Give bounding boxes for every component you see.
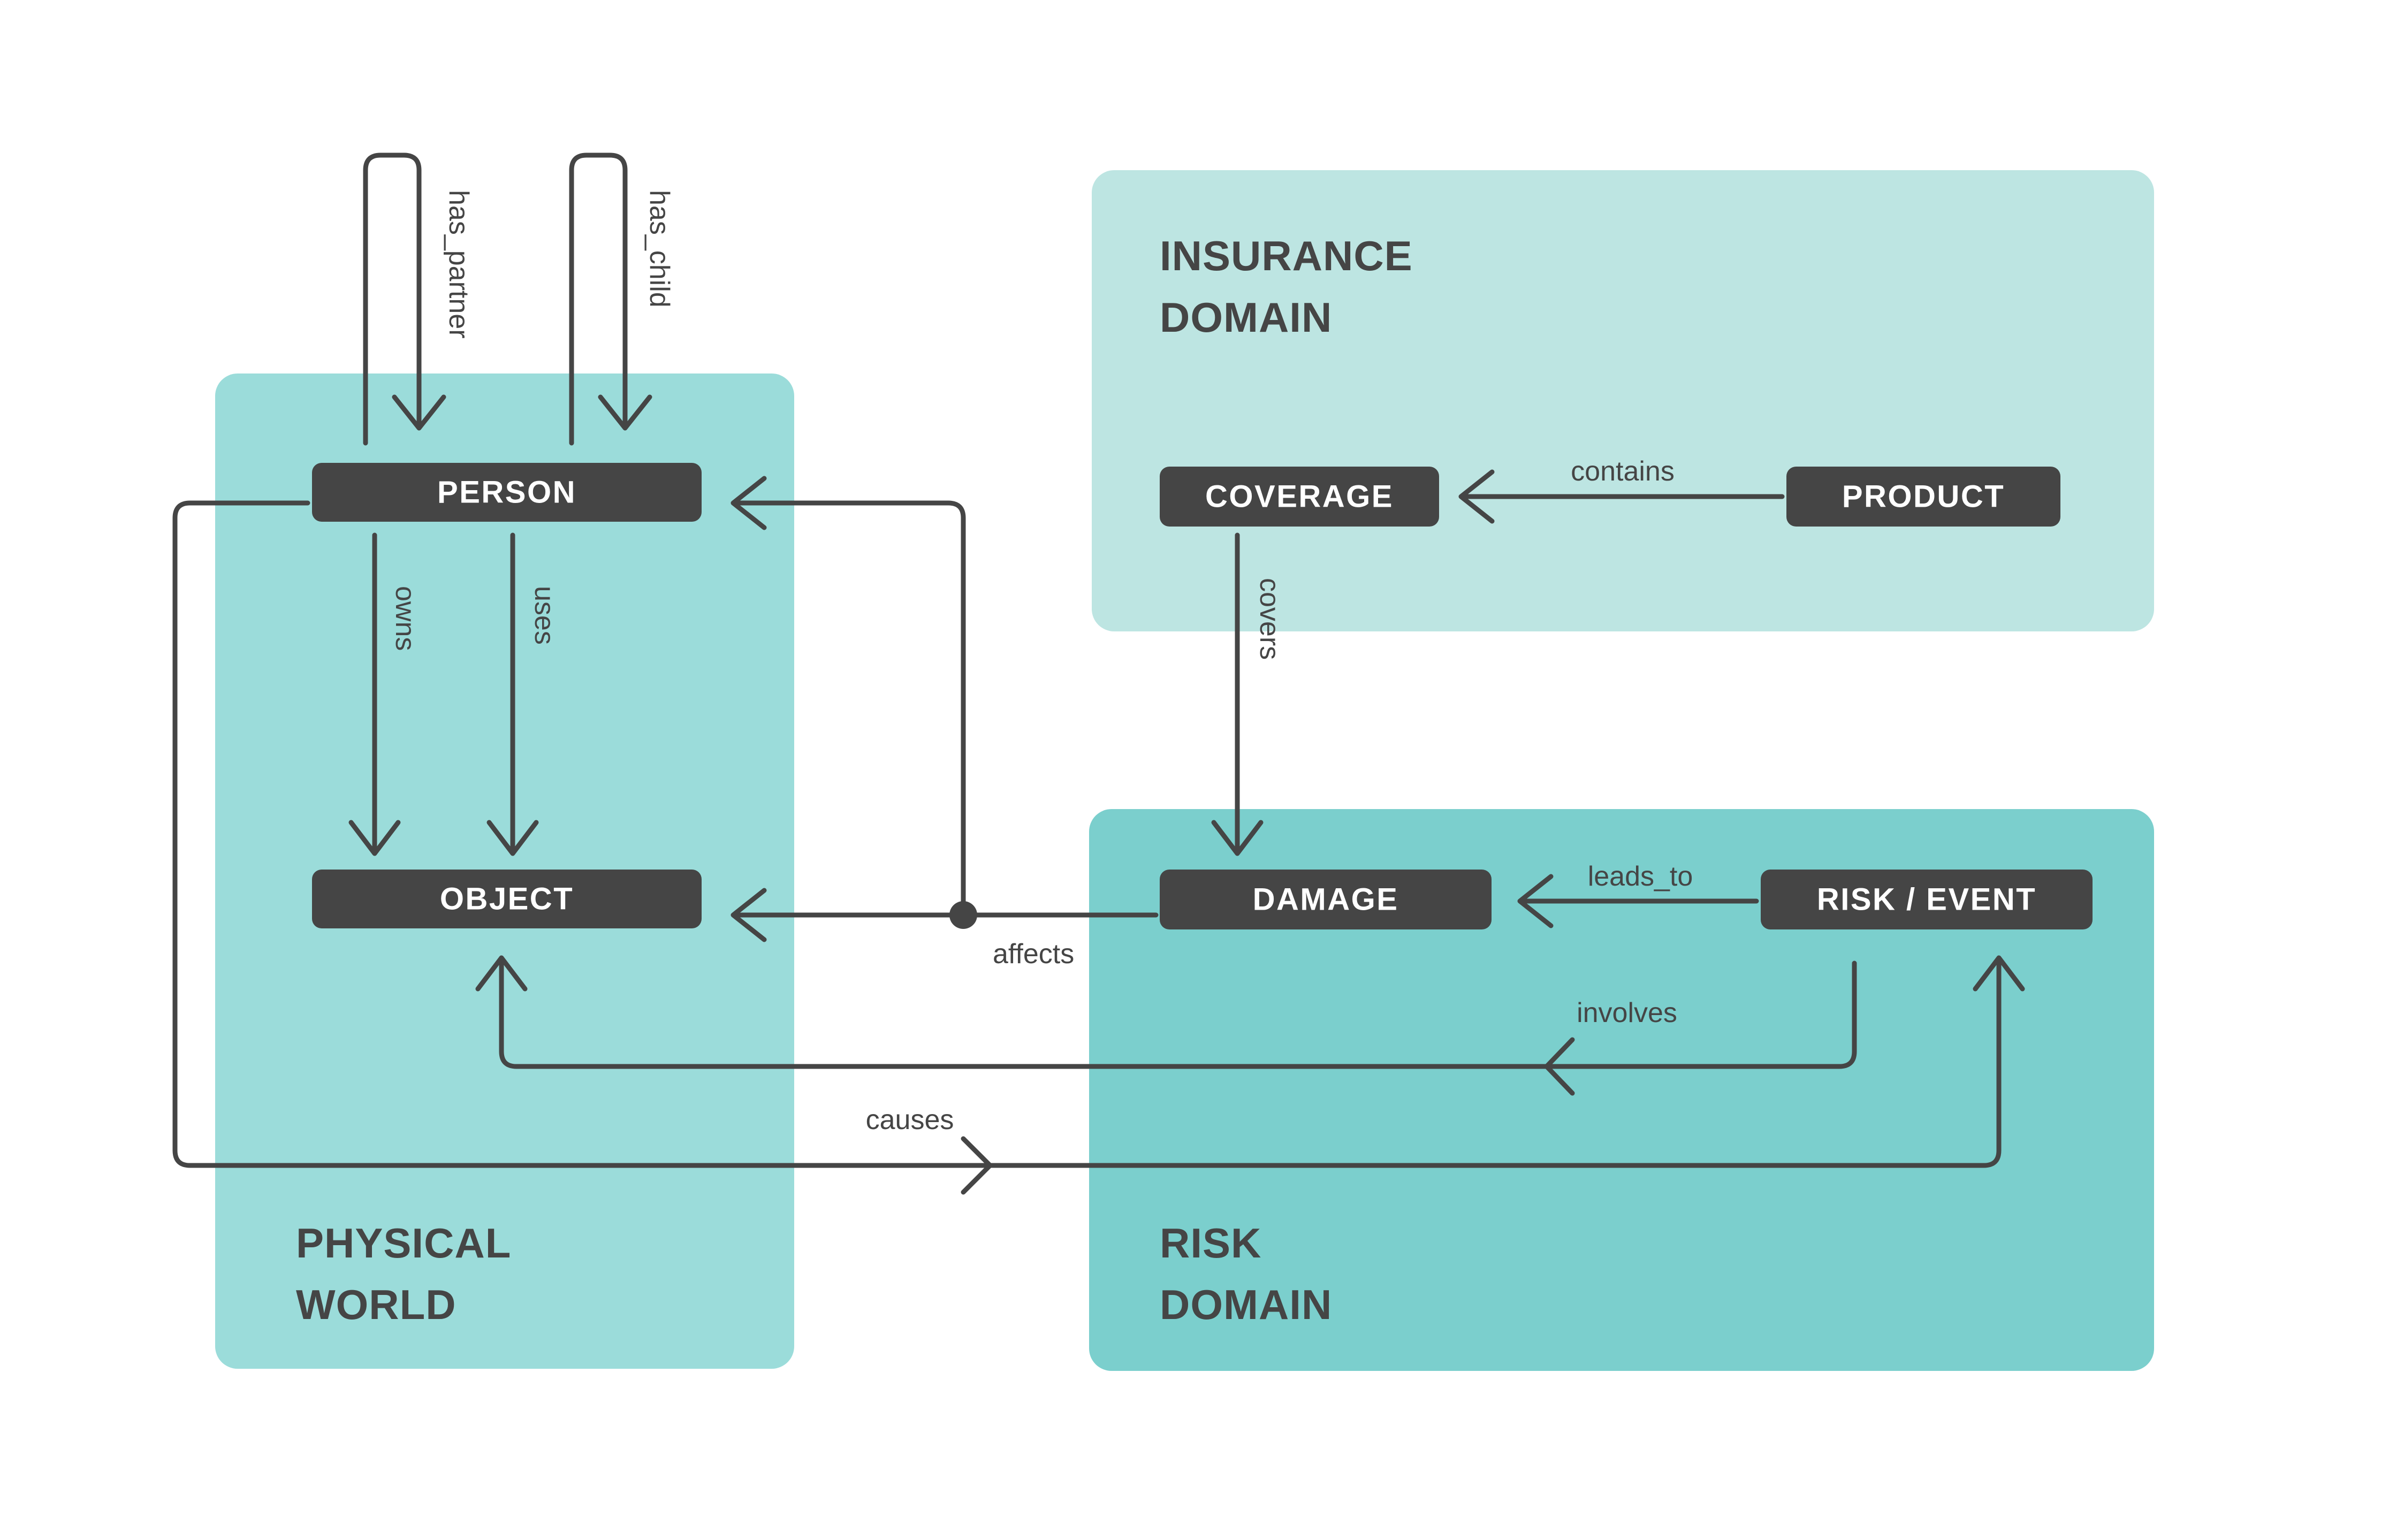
edge-contains: contains <box>1458 456 1785 524</box>
node-risk-event[interactable]: RISK / EVENT <box>1761 870 2093 929</box>
edge-causes-midmarker <box>961 1136 993 1195</box>
edge-uses-arrowhead <box>486 820 539 856</box>
node-person-label: PERSON <box>437 475 576 509</box>
edge-affects: affects <box>731 476 1159 970</box>
node-person-box[interactable] <box>312 463 702 522</box>
node-risk-event-label: RISK / EVENT <box>1817 882 2036 917</box>
edge-involves-label: involves <box>1577 997 1677 1028</box>
edge-covers-arrowhead <box>1211 820 1264 856</box>
edge-owns-arrowhead <box>348 820 401 856</box>
edge-involves-path <box>499 960 1857 1069</box>
node-object[interactable]: OBJECT <box>312 870 702 928</box>
edge-has-child-path <box>569 153 628 446</box>
panel-risk-domain-title-line1: RISK <box>1160 1219 1261 1267</box>
edge-owns: owns <box>348 532 421 856</box>
node-coverage-label: COVERAGE <box>1205 479 1394 514</box>
edge-causes-label: causes <box>866 1104 954 1135</box>
panel-risk-domain-bg <box>1089 809 2154 1371</box>
panel-insurance-domain-title-line2: DOMAIN <box>1160 294 1332 341</box>
edge-affects-arrowhead-object <box>731 888 767 942</box>
edge-contains-arrowhead <box>1458 469 1495 524</box>
node-damage-label: DAMAGE <box>1253 882 1399 917</box>
node-object-box[interactable] <box>312 870 702 928</box>
panel-insurance-domain-title-line1: INSURANCE <box>1160 232 1413 279</box>
edge-contains-label: contains <box>1571 456 1675 487</box>
edge-covers: covers <box>1211 532 1285 856</box>
panel-physical-world-title-line2: WORLD <box>296 1281 457 1328</box>
panel-insurance-domain: INSURANCE DOMAIN <box>1092 170 2154 631</box>
panel-physical-world-title-line1: PHYSICAL <box>296 1219 511 1267</box>
edge-uses-label: uses <box>529 586 560 645</box>
edge-affects-label: affects <box>993 939 1074 970</box>
edge-owns-label: owns <box>390 586 421 651</box>
edge-involves-midmarker <box>1544 1037 1575 1096</box>
edge-has-partner-arrowhead <box>392 394 446 431</box>
edge-leads-to-arrowhead <box>1517 874 1554 928</box>
edge-has-child-arrowhead <box>598 394 652 431</box>
edge-has-child: has_child <box>569 153 675 446</box>
panel-risk-domain: RISK DOMAIN <box>1089 809 2154 1371</box>
node-coverage[interactable]: COVERAGE <box>1160 467 1439 527</box>
edge-leads-to: leads_to <box>1517 861 1759 928</box>
edge-affects-arrowhead-person <box>731 476 767 530</box>
panel-risk-domain-title-line2: DOMAIN <box>1160 1281 1332 1328</box>
edge-causes-arrowhead <box>1973 955 2025 992</box>
node-coverage-box[interactable] <box>1160 467 1439 527</box>
edge-covers-label: covers <box>1254 578 1285 660</box>
node-object-label: OBJECT <box>440 881 574 916</box>
edge-causes: causes <box>172 500 2025 1195</box>
node-product-box[interactable] <box>1786 467 2060 527</box>
edge-affects-path-to-person <box>736 500 966 918</box>
node-product[interactable]: PRODUCT <box>1786 467 2060 527</box>
edge-has-partner-label: has_partner <box>443 190 474 339</box>
edge-involves-arrowhead <box>475 955 528 992</box>
edge-affects-junction-dot <box>949 901 977 929</box>
edge-has-partner-path <box>363 153 422 446</box>
edge-has-child-label: has_child <box>644 190 675 308</box>
edge-uses: uses <box>486 532 560 856</box>
node-damage-box[interactable] <box>1160 870 1492 929</box>
node-product-label: PRODUCT <box>1842 479 2005 514</box>
edge-leads-to-label: leads_to <box>1588 861 1693 892</box>
edge-involves: involves <box>475 955 1857 1096</box>
node-damage[interactable]: DAMAGE <box>1160 870 1492 929</box>
node-person[interactable]: PERSON <box>312 463 702 522</box>
edge-causes-path <box>172 500 2002 1168</box>
node-risk-event-box[interactable] <box>1761 870 2093 929</box>
edge-has-partner: has_partner <box>363 153 474 446</box>
